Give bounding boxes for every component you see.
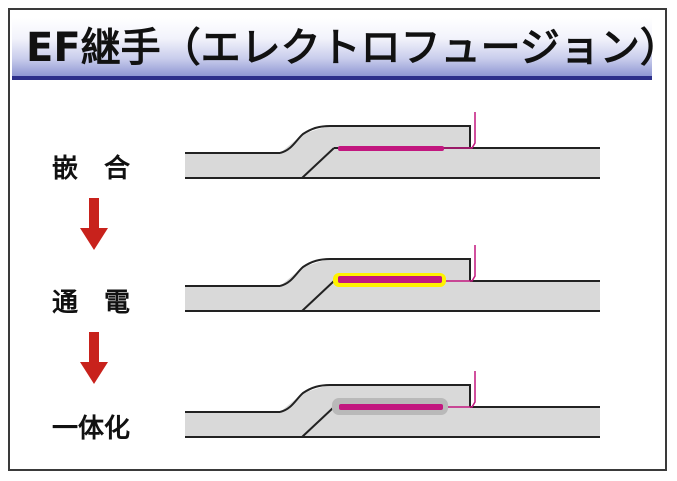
joint-section-fit [185,112,600,179]
joint-section-energize [185,245,600,312]
down-arrow-icon [80,332,108,384]
pipe-body [185,126,600,178]
terminal-lead [444,112,476,149]
step-label-energize: 通 電 [52,288,131,318]
joint-section-fused [185,371,600,438]
step-label-fit: 嵌 合 [52,154,131,184]
heating-wire [338,276,442,283]
step-label-fused: 一体化 [52,414,131,444]
down-arrow-icon [80,198,108,250]
heating-wire [338,146,444,151]
page-title: EF継手（エレクトロフュージョン） [26,25,677,71]
title-bar: EF継手（エレクトロフュージョン） [12,18,677,80]
heating-wire [339,404,443,410]
terminal-lead [444,245,476,282]
terminal-lead [448,371,476,408]
